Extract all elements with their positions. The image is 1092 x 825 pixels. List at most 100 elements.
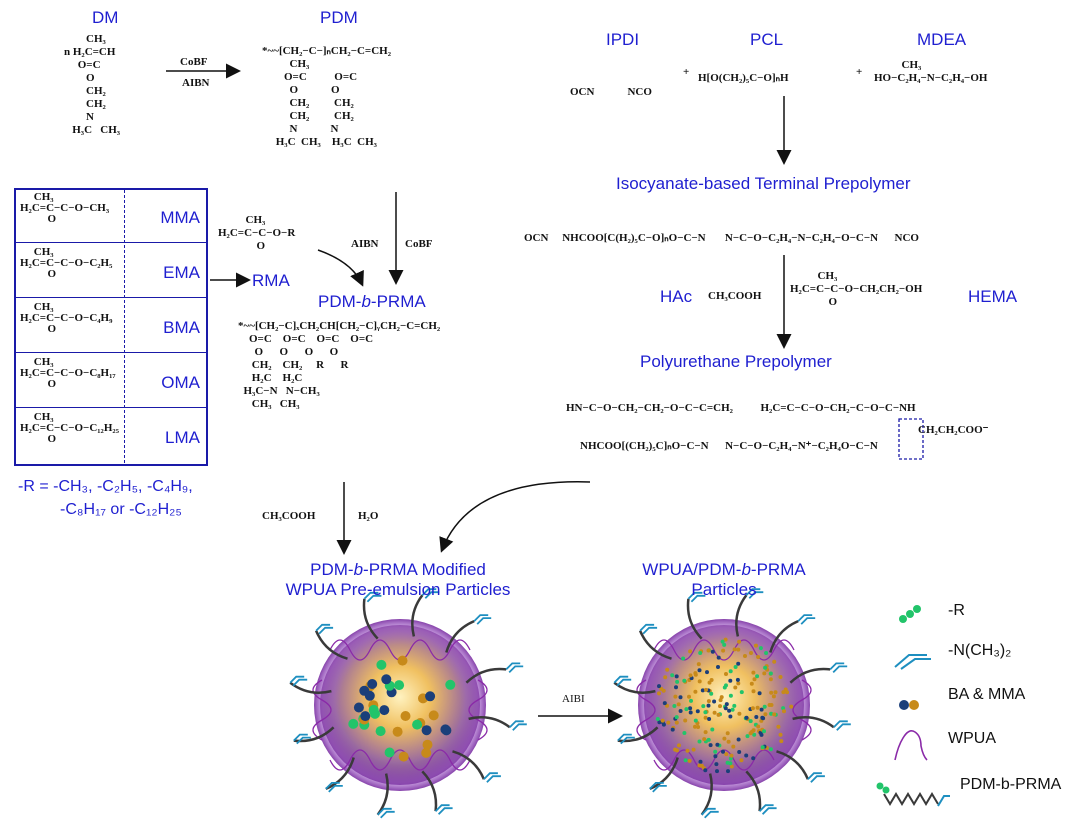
dot	[748, 719, 753, 724]
dot	[693, 671, 698, 676]
dot	[661, 722, 666, 727]
polymer-chain	[468, 716, 511, 729]
dot	[693, 724, 697, 729]
bead	[368, 704, 379, 715]
dot	[768, 747, 773, 752]
dot	[687, 694, 691, 699]
dot	[673, 694, 678, 699]
dot	[728, 678, 733, 683]
dot	[760, 715, 765, 720]
dot	[749, 651, 753, 655]
dot	[670, 673, 675, 678]
monomer-formula: CH₃ H₂C=C−C−O−C₈H₁₇ O	[20, 356, 116, 390]
dot	[696, 662, 701, 667]
dot	[683, 758, 688, 763]
dot	[727, 708, 732, 713]
bead	[376, 659, 387, 670]
amine-group	[758, 804, 777, 815]
dot	[684, 707, 689, 712]
dot	[704, 687, 708, 692]
dot	[702, 737, 707, 742]
dot	[674, 685, 678, 690]
ammonium-dashed-box	[898, 418, 924, 460]
dot	[744, 715, 749, 720]
bead	[381, 674, 392, 685]
bead	[400, 711, 411, 721]
dot	[732, 647, 737, 652]
dot	[724, 752, 729, 757]
dot	[728, 693, 733, 698]
bead	[394, 680, 405, 691]
r-definition-line2: -C₈H₁₇ or -C₁₂H₂₅	[60, 501, 182, 518]
dot	[749, 681, 754, 686]
dot	[706, 703, 711, 708]
dot	[763, 712, 768, 717]
dot	[782, 709, 786, 714]
dot	[771, 694, 776, 699]
bead	[379, 705, 390, 716]
dot	[688, 673, 693, 678]
dot	[730, 707, 735, 712]
amine-group	[617, 733, 635, 745]
monomer-name: MMA	[160, 208, 200, 227]
dot	[758, 730, 763, 735]
dot	[729, 753, 734, 758]
structure-pdm-b-prma: *~~[CH₂−C]ₓCH₂CH[CH₂−C]ᵧCH₂−C=CH₂ O=C O=…	[238, 320, 441, 410]
label-final-title: WPUA/PDM-b-PRMA Particles	[642, 560, 806, 599]
dot	[693, 689, 698, 694]
dot	[737, 639, 742, 644]
dot	[751, 670, 756, 675]
polymer-chain	[421, 770, 438, 812]
dot	[772, 659, 777, 664]
dot	[736, 681, 741, 686]
polymer-chain	[617, 726, 659, 743]
dot	[659, 686, 664, 691]
dot	[672, 704, 677, 708]
dot	[764, 651, 769, 655]
bead	[422, 739, 433, 750]
dot	[715, 742, 720, 747]
dot	[755, 705, 760, 710]
legend-icon-nme2	[894, 654, 931, 670]
legend-label-r: -R	[948, 602, 965, 619]
label-mdea: MDEA	[917, 30, 967, 49]
dot	[731, 744, 736, 749]
dot	[674, 715, 679, 720]
reagent-ch3cooh-2: CH₃COOH	[708, 290, 762, 302]
amine-group	[315, 623, 334, 635]
dot	[683, 718, 688, 723]
amine-group	[289, 675, 308, 687]
dot	[778, 675, 783, 679]
dot	[663, 675, 668, 680]
amine-group	[363, 591, 382, 603]
amine-group	[613, 675, 632, 687]
dot	[726, 739, 731, 744]
plus-2: +	[856, 66, 863, 78]
polymer-chain	[465, 667, 507, 684]
dot	[743, 654, 747, 658]
monomer-divider	[124, 410, 125, 463]
dot	[703, 768, 708, 773]
polymer-chain	[411, 594, 424, 637]
structure-hema: CH₃ H₂C=C−C−O−CH₂CH₂−OH O	[790, 270, 923, 308]
final-particle	[613, 588, 851, 819]
dot	[662, 701, 667, 706]
reagent-h2o: H₂O	[358, 510, 379, 522]
dot	[756, 724, 761, 729]
dot	[705, 670, 709, 675]
dot	[703, 730, 708, 735]
dot	[716, 655, 721, 660]
amine-group	[505, 662, 524, 674]
dot	[688, 649, 693, 654]
structure-mdea: CH₃ HO−C₂H₄−N−C₂H₄−OH	[874, 59, 988, 84]
legend-label-nme2: -N(CH₃)₂	[948, 642, 1012, 659]
bead	[353, 702, 364, 713]
dot	[712, 710, 717, 715]
dot	[670, 727, 675, 732]
dot	[718, 704, 722, 709]
dot	[768, 671, 773, 676]
bead	[360, 711, 371, 722]
